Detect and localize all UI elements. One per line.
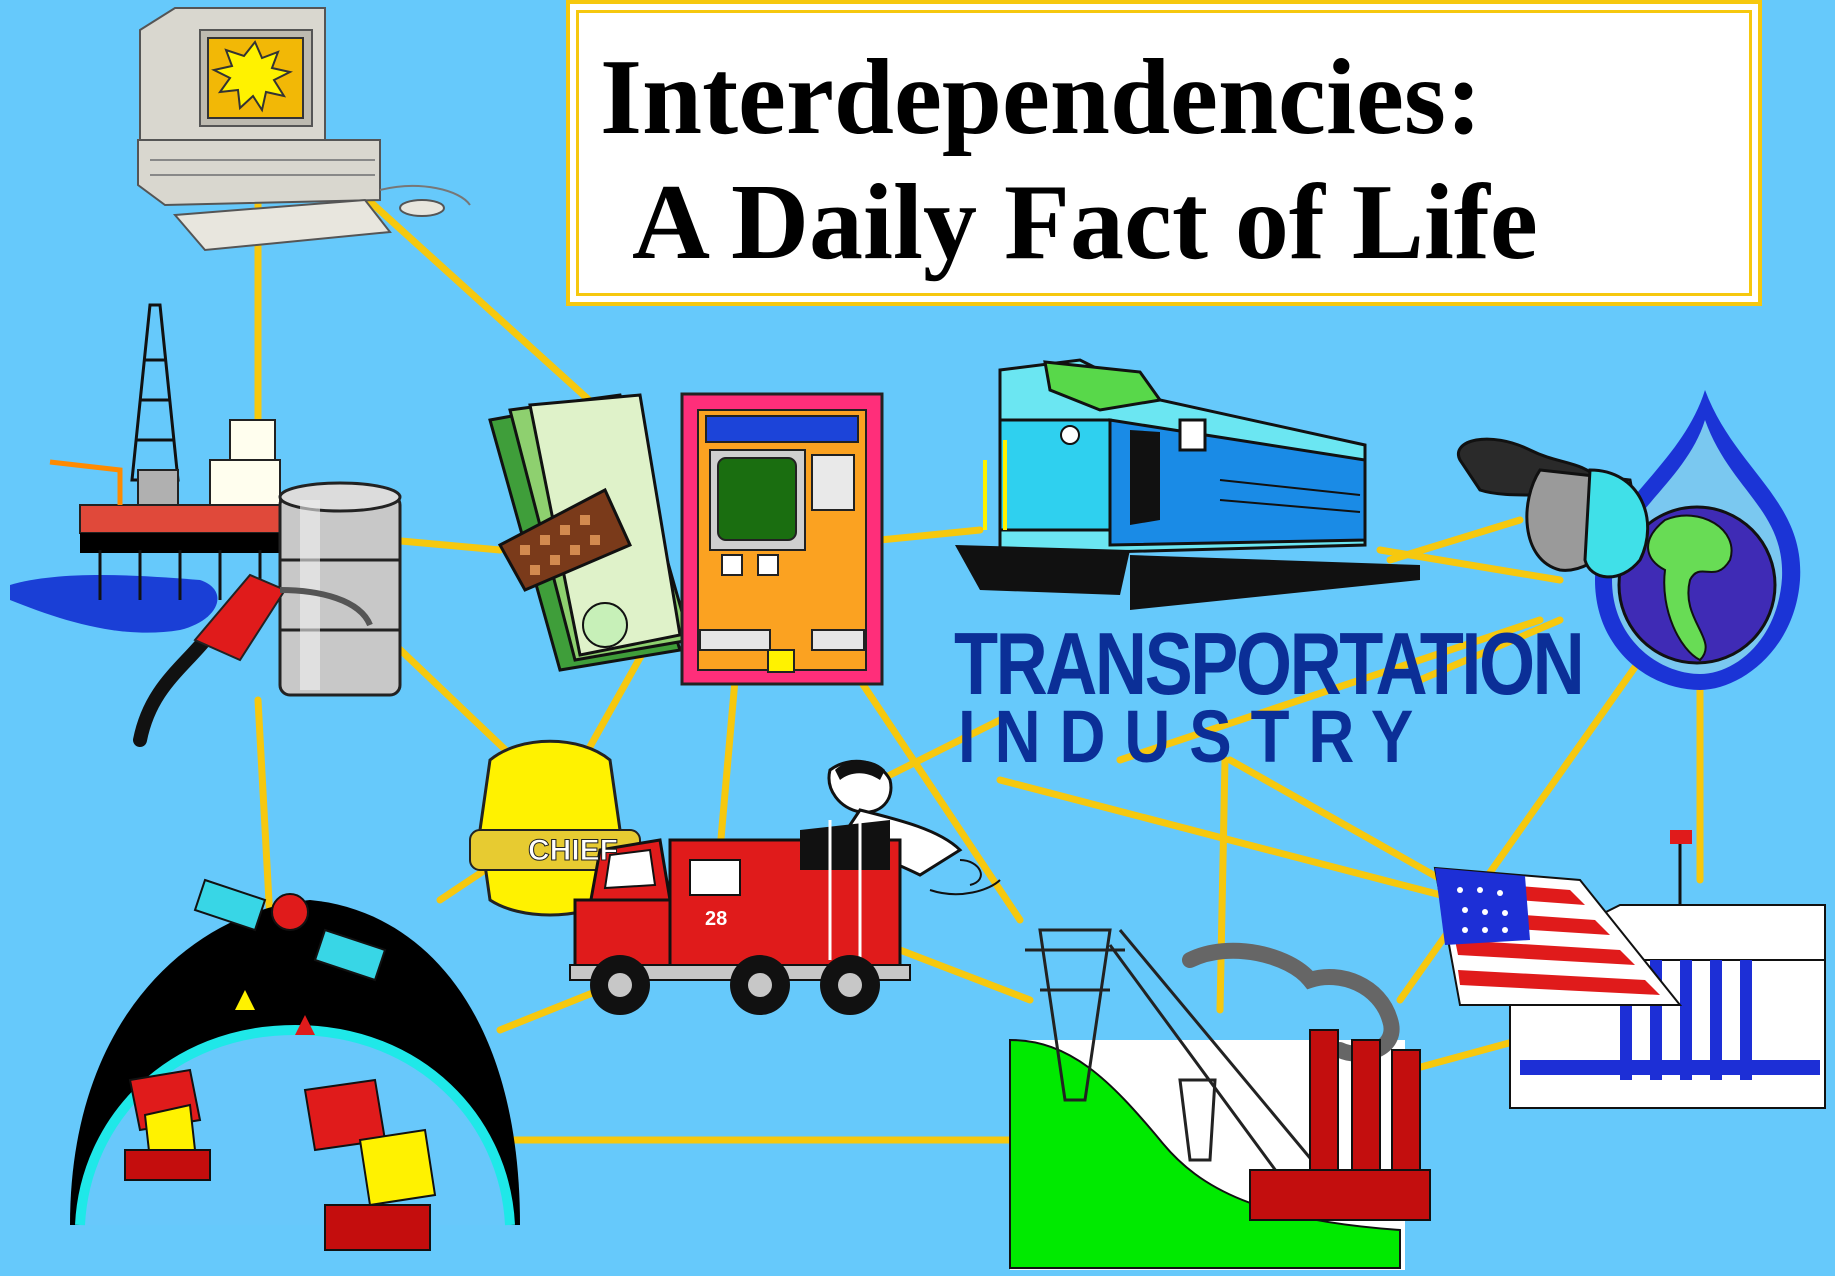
link-money-train <box>876 526 984 544</box>
satellite-icon <box>70 878 520 1251</box>
badge-label: CHIEF <box>528 834 619 868</box>
link-water-train <box>1386 516 1524 564</box>
water-drop-globe-icon <box>1456 390 1801 690</box>
link-water-money <box>1116 616 1544 764</box>
oil-rig-icon <box>10 303 402 747</box>
fire-truck-number: 28 <box>705 908 727 930</box>
money-atm-icon <box>488 392 884 686</box>
link-transport-water <box>1416 616 1564 684</box>
american-flag-icon <box>1433 866 1683 1006</box>
ground-station-right-icon <box>303 1078 437 1251</box>
link-telecom-fire-2 <box>496 986 604 1034</box>
power-plant-icon <box>1009 928 1431 1270</box>
link-oil-telecom <box>254 696 274 924</box>
fire-truck-icon: 28 <box>569 820 911 1015</box>
link-money-power <box>856 676 1024 924</box>
emergency-services-group: 28 <box>469 739 1001 1015</box>
link-train-government <box>1226 756 1464 894</box>
white-house-flag-icon <box>1433 830 1826 1109</box>
title-line-2: A Daily Fact of Life <box>632 163 1538 282</box>
link-train-fire <box>876 716 1004 784</box>
link-fire-government <box>996 776 1464 904</box>
title-line-1: Interdependencies: <box>600 38 1482 157</box>
computer-icon <box>137 7 471 252</box>
industry-label: INDUSTRY <box>958 695 1433 778</box>
train-icon <box>955 358 1420 610</box>
link-train-power <box>1216 756 1229 1014</box>
link-water-power <box>1396 656 1644 1004</box>
connection-lines <box>254 96 1704 1144</box>
link-oil-money <box>386 536 504 554</box>
link-fire-power <box>896 946 1034 1004</box>
ground-station-left-icon <box>124 1068 211 1181</box>
transportation-label: TRANSPORTATION <box>954 614 1585 713</box>
link-atm-fire <box>716 676 739 854</box>
title-box: Interdependencies: A Daily Fact of Life <box>566 0 1762 306</box>
